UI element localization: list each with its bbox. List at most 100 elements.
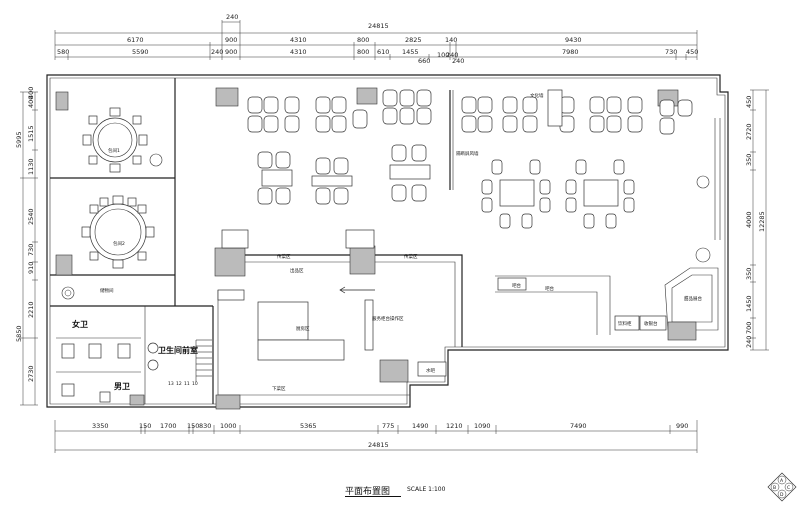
room-label-female-wc: 女卫 (72, 319, 88, 329)
svg-text:A: A (780, 478, 784, 484)
svg-text:D: D (780, 492, 784, 498)
drawing-title-block: 平面布置图 SCALE 1:100 (345, 484, 485, 498)
svg-text:4310: 4310 (290, 36, 307, 44)
dim-right-labels: 450 2720 350 4000 12285 350 1450 700 240 (745, 96, 766, 348)
label-culture-wall: 文化墙 (530, 92, 544, 99)
svg-text:5365: 5365 (300, 422, 317, 430)
label-serving-left: 传菜区 (277, 253, 291, 260)
svg-text:2825: 2825 (405, 36, 422, 44)
left-dimensions (20, 91, 38, 406)
kitchen-arrow (339, 286, 375, 294)
dim-top-small: 240 (226, 13, 238, 21)
svg-text:1000: 1000 (220, 422, 237, 430)
label-service-station: 服务柜台操作区 (372, 315, 404, 322)
svg-text:150: 150 (187, 422, 199, 430)
svg-text:7980: 7980 (562, 48, 579, 56)
svg-text:990: 990 (676, 422, 688, 430)
svg-text:730: 730 (27, 244, 35, 256)
bottom-dimensions (54, 420, 698, 453)
label-register: 收银台 (644, 320, 658, 327)
svg-text:900: 900 (225, 48, 237, 56)
dim-top-row3: 580 5590 240 900 4310 800 610 1455 660 2… (57, 48, 698, 65)
svg-text:350: 350 (745, 268, 753, 280)
svg-text:1210: 1210 (446, 422, 463, 430)
svg-text:140: 140 (445, 36, 457, 44)
label-serving-right: 传菜区 (404, 253, 418, 260)
svg-text:240: 240 (452, 57, 464, 65)
drawing-title: 平面布置图 (345, 487, 391, 497)
svg-text:10: 10 (192, 381, 198, 387)
compass-marker: A B C D (767, 472, 797, 502)
svg-text:240: 240 (446, 51, 458, 59)
svg-text:400: 400 (27, 96, 35, 108)
dim-bottom-labels: 3350 150 1700 150 830 1000 5365 775 1490… (92, 422, 688, 449)
top-dimensions (54, 20, 698, 60)
svg-text:1700: 1700 (160, 422, 177, 430)
svg-text:2210: 2210 (27, 301, 35, 318)
svg-text:800: 800 (357, 48, 369, 56)
svg-text:1515: 1515 (27, 125, 35, 142)
svg-text:12285: 12285 (758, 211, 766, 232)
square-dining-tables (481, 159, 635, 229)
svg-text:150: 150 (139, 422, 151, 430)
private-room-2-table (81, 195, 155, 269)
svg-text:6170: 6170 (127, 36, 144, 44)
svg-text:2540: 2540 (27, 208, 35, 225)
svg-text:2730: 2730 (27, 365, 35, 382)
dim-left-labels: 400 400 1515 5995 1130 2540 730 910 2210… (15, 87, 35, 382)
building-walls (46, 74, 729, 408)
svg-text:900: 900 (225, 36, 237, 44)
svg-text:3350: 3350 (92, 422, 109, 430)
dim-top-row2: 6170 900 4310 800 2825 140 9430 (127, 36, 582, 44)
room-label-storage: 储物间 (100, 287, 114, 294)
svg-text:240: 240 (745, 336, 753, 348)
svg-text:5590: 5590 (132, 48, 149, 56)
dim-top-overall: 24815 (368, 22, 389, 30)
svg-text:100: 100 (437, 51, 449, 59)
dining-booths (247, 89, 693, 205)
svg-text:4310: 4310 (290, 48, 307, 56)
svg-text:1490: 1490 (412, 422, 429, 430)
room-label-private-2: 包间2 (113, 240, 125, 247)
svg-text:910: 910 (27, 262, 35, 274)
svg-text:7490: 7490 (570, 422, 587, 430)
svg-text:350: 350 (745, 154, 753, 166)
private-room-1-table (82, 107, 148, 173)
room-label-private-1: 包间1 (108, 147, 120, 154)
right-dimensions (750, 89, 769, 351)
label-partition: 隔断屏风墙 (456, 150, 479, 157)
stairs (195, 339, 212, 382)
label-dessert: 甜品展台 (684, 295, 702, 302)
svg-text:2720: 2720 (745, 123, 753, 140)
label-bar: 吧台 (545, 285, 554, 292)
svg-text:1450: 1450 (745, 295, 753, 312)
svg-text:580: 580 (57, 48, 69, 56)
svg-text:450: 450 (686, 48, 698, 56)
svg-text:24815: 24815 (368, 441, 389, 449)
room-label-wash-area: 卫生间前室 (158, 345, 198, 355)
svg-text:B: B (773, 485, 776, 491)
svg-text:610: 610 (377, 48, 389, 56)
restroom-fixtures (61, 342, 159, 403)
label-down-area: 下菜区 (272, 385, 286, 392)
svg-text:11: 11 (184, 381, 190, 387)
stair-numbers: 13 12 11 10 (168, 381, 198, 387)
label-kitchen: 厨房区 (296, 325, 310, 332)
svg-text:12: 12 (176, 381, 182, 387)
drawing-scale: SCALE 1:100 (407, 486, 446, 493)
label-dishing: 出品区 (290, 267, 304, 274)
svg-text:1090: 1090 (474, 422, 491, 430)
svg-text:800: 800 (357, 36, 369, 44)
svg-text:400: 400 (27, 87, 35, 99)
svg-text:4000: 4000 (745, 211, 753, 228)
svg-text:1130: 1130 (27, 158, 35, 175)
label-water: 水吧 (426, 367, 435, 374)
svg-text:13: 13 (168, 381, 174, 387)
plant-icon (61, 153, 711, 300)
svg-text:775: 775 (382, 422, 394, 430)
svg-text:450: 450 (745, 96, 753, 108)
kitchen-furniture (217, 229, 667, 377)
columns (55, 87, 697, 410)
svg-text:730: 730 (665, 48, 677, 56)
